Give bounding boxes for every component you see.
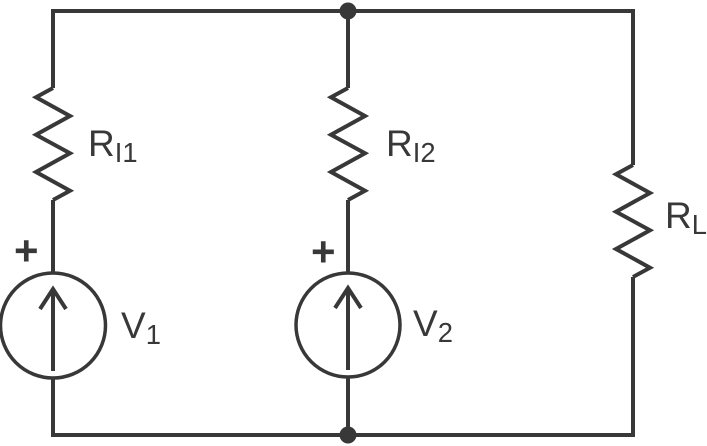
resistor-ri2-symbol xyxy=(326,86,370,202)
source-v2-label-sub: 2 xyxy=(437,317,453,349)
source-v2-label-base: V xyxy=(413,303,438,344)
resistor-rl-label: RL xyxy=(665,195,707,238)
wire-bottom-rail xyxy=(51,277,635,437)
source-v1-arrow-head xyxy=(38,285,68,311)
junction-dot-top xyxy=(339,2,357,20)
resistor-ri2-label-base: R xyxy=(386,123,413,164)
resistor-ri1-label: RI1 xyxy=(88,123,138,166)
resistor-ri1-label-base: R xyxy=(88,123,115,164)
source-v1-plus-sign: + xyxy=(14,227,39,274)
source-v1-label: V1 xyxy=(121,305,161,348)
resistor-rl-label-base: R xyxy=(665,195,692,236)
voltage-source-v2-symbol xyxy=(294,271,402,379)
source-v2-plus-sign: + xyxy=(311,228,336,275)
resistor-rl-label-sub: L xyxy=(691,209,707,241)
source-v2-label: V2 xyxy=(413,303,453,346)
junction-dot-bottom xyxy=(339,426,357,444)
voltage-source-v1-symbol xyxy=(0,271,108,380)
source-v2-arrow-head xyxy=(333,284,363,310)
resistor-ri1-symbol xyxy=(31,86,75,202)
resistor-rl-symbol xyxy=(611,163,655,279)
resistor-ri1-label-sub: I1 xyxy=(114,137,138,169)
source-v1-label-base: V xyxy=(121,305,146,346)
resistor-ri2-label-sub: I2 xyxy=(412,137,436,169)
source-v1-label-sub: 1 xyxy=(145,319,161,351)
resistor-ri2-label: RI2 xyxy=(386,123,436,166)
